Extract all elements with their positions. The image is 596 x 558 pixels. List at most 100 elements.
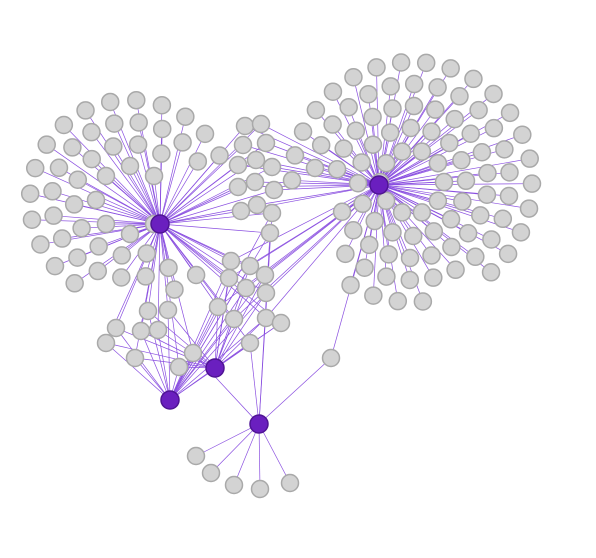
leaf-node	[25, 158, 45, 178]
leaf-node	[152, 119, 172, 139]
leaf-node	[380, 123, 400, 142]
edge	[169, 260, 232, 401]
leaf-node	[344, 68, 363, 87]
edge	[159, 125, 246, 225]
leaf-node	[49, 158, 69, 178]
leaf-node	[391, 53, 411, 72]
edge	[157, 223, 161, 331]
edge	[192, 352, 260, 425]
edge	[159, 223, 267, 319]
edge	[147, 310, 216, 369]
leaf-node	[413, 292, 433, 311]
leaf-node	[43, 182, 62, 201]
leaf-node	[96, 166, 116, 186]
edge	[105, 342, 216, 369]
leaf-node	[341, 275, 360, 295]
leaf-node	[478, 163, 497, 183]
leaf-node	[424, 222, 444, 241]
leaf-node	[104, 137, 123, 156]
leaf-node	[511, 223, 531, 242]
leaf-node	[235, 116, 255, 136]
leaf-node	[428, 191, 448, 211]
leaf-node	[458, 223, 478, 243]
leaf-node	[228, 177, 248, 197]
leaf-node	[186, 446, 206, 466]
leaf-node	[422, 246, 441, 265]
leaf-node	[120, 224, 140, 244]
leaf-node	[383, 99, 402, 118]
leaf-node	[129, 113, 148, 132]
leaf-node	[158, 300, 178, 320]
leaf-node	[210, 146, 229, 165]
leaf-node	[245, 172, 265, 192]
leaf-node	[334, 139, 353, 158]
leaf-node	[240, 256, 260, 276]
leaf-node	[31, 235, 50, 254]
edge	[169, 287, 247, 401]
leaf-node	[400, 270, 420, 290]
leaf-node	[54, 115, 74, 135]
edge	[159, 223, 282, 324]
leaf-node	[247, 195, 267, 215]
leaf-node	[82, 122, 101, 142]
leaf-node	[321, 348, 341, 368]
leaf-node	[365, 211, 384, 231]
leaf-node	[450, 87, 469, 106]
edge	[353, 77, 380, 186]
leaf-node	[481, 263, 501, 282]
leaf-node	[256, 283, 276, 303]
leaf-node	[169, 357, 189, 377]
edge	[159, 144, 244, 225]
edge	[167, 309, 216, 369]
leaf-node	[392, 142, 412, 161]
leaf-node	[138, 301, 158, 321]
edge	[167, 309, 171, 401]
leaf-node	[255, 265, 275, 285]
leaf-node	[45, 256, 65, 276]
leaf-node	[152, 144, 171, 163]
leaf-node	[404, 74, 424, 94]
edge	[159, 210, 242, 225]
edge	[129, 165, 161, 225]
leaf-node	[233, 135, 253, 155]
leaf-node	[236, 278, 256, 298]
leaf-node	[332, 202, 352, 222]
leaf-node	[495, 140, 514, 159]
leaf-node	[152, 95, 172, 115]
leaf-node	[428, 153, 448, 173]
leaf-node	[105, 114, 124, 133]
leaf-node	[260, 223, 280, 243]
leaf-node	[305, 158, 325, 178]
edge	[115, 327, 216, 369]
edge	[214, 306, 219, 369]
leaf-node	[472, 142, 492, 162]
leaf-node	[262, 157, 282, 177]
leaf-node	[522, 174, 542, 193]
leaf-node	[381, 77, 400, 96]
leaf-node	[201, 463, 221, 483]
edge	[378, 142, 450, 186]
leaf-node	[64, 195, 84, 214]
leaf-node	[484, 84, 503, 104]
edge	[159, 189, 275, 225]
leaf-node	[159, 258, 178, 278]
leaf-node	[231, 201, 251, 221]
leaf-node	[271, 313, 291, 333]
edge	[147, 223, 161, 312]
leaf-node	[176, 107, 195, 126]
leaf-node	[20, 184, 40, 203]
leaf-node	[264, 180, 284, 200]
leaf-node	[499, 186, 519, 206]
leaf-node	[412, 142, 432, 161]
edge	[169, 292, 267, 401]
leaf-node	[311, 135, 331, 155]
leaf-node	[441, 59, 460, 78]
leaf-node	[285, 146, 305, 165]
leaf-node	[52, 229, 72, 248]
leaf-node	[426, 100, 445, 119]
leaf-node	[440, 133, 459, 153]
edge	[159, 164, 239, 225]
leaf-node	[127, 90, 146, 110]
leaf-node	[416, 53, 436, 73]
edge	[258, 232, 271, 425]
